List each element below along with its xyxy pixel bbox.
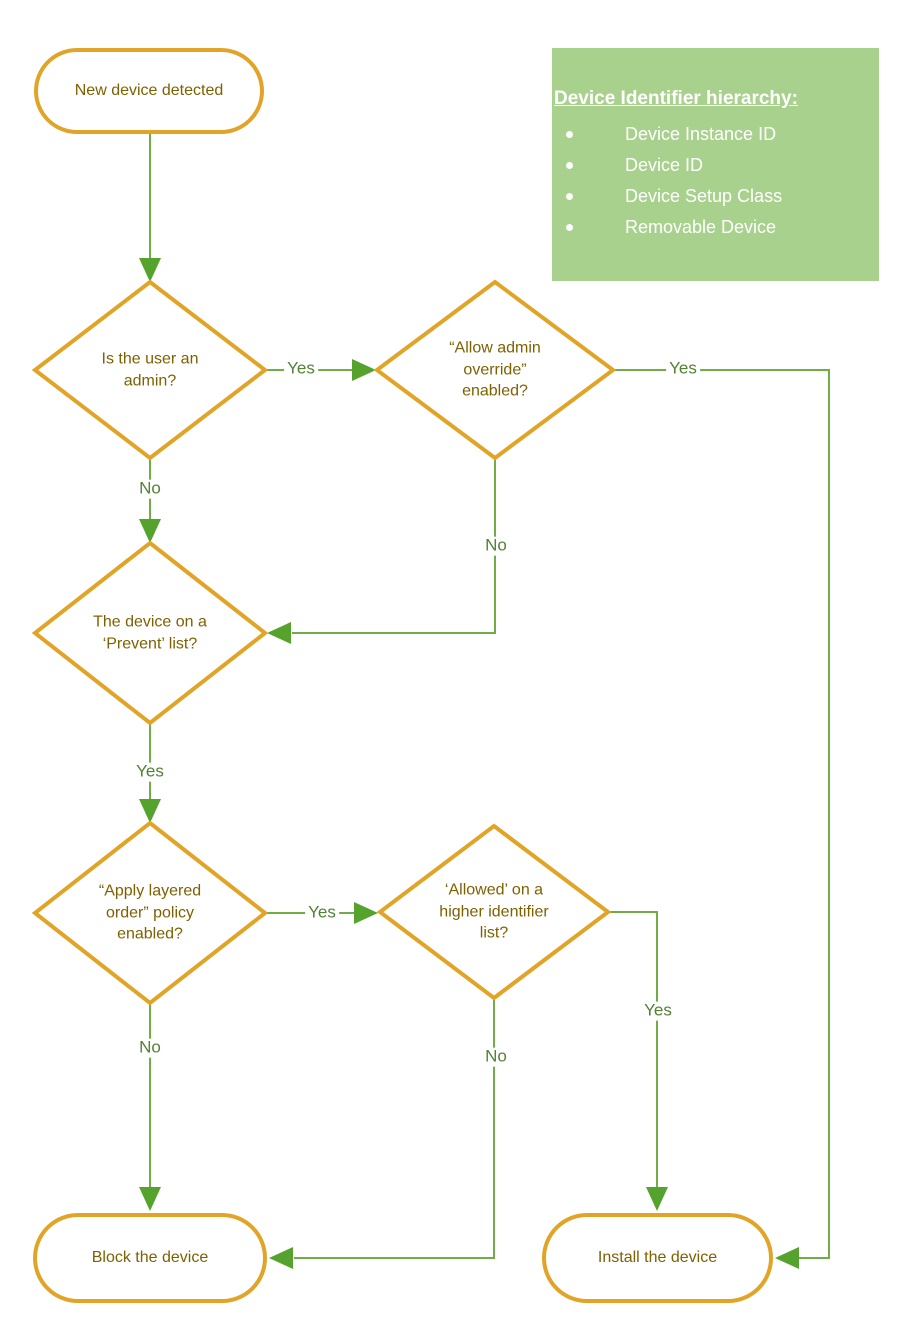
bullet-icon — [566, 131, 573, 138]
list-item-label: Removable Device — [625, 217, 777, 237]
bullet-icon — [566, 162, 573, 169]
decision-is-admin-label: Is the user an admin? — [101, 350, 199, 389]
arrowhead-allow-override-yes — [775, 1247, 799, 1269]
list-item: Device ID — [554, 150, 879, 181]
arrowhead-allowed-yes — [646, 1187, 668, 1211]
device-identifier-hierarchy-box: Device Identifier hierarchy: Device Inst… — [552, 48, 879, 281]
info-box-title: Device Identifier hierarchy: — [554, 88, 798, 109]
decision-allow-override-label: “Allow admin override” enabled? — [449, 339, 541, 400]
arrowhead-layered-yes — [354, 902, 378, 924]
block-device-node: Block the device — [33, 1213, 267, 1303]
list-item-label: Device Instance ID — [625, 124, 777, 144]
start-node: New device detected — [34, 48, 264, 134]
arrowhead-layered-no — [139, 1187, 161, 1211]
decision-layered-order-label: “Apply layered order” policy enabled? — [98, 882, 202, 943]
arrowhead-allowed-no — [269, 1247, 293, 1269]
bullet-icon — [566, 224, 573, 231]
arrowhead-start-to-is-admin — [139, 258, 161, 282]
bullet-icon — [566, 193, 573, 200]
edge-label-is-admin-yes: Yes — [284, 359, 318, 379]
decision-allowed-higher-label: ‘Allowed’ on a higher identifier list? — [439, 881, 549, 942]
edge-label-allowed-no: No — [482, 1047, 510, 1067]
decision-prevent-list-label: The device on a ‘Prevent’ list? — [93, 613, 207, 652]
arrowhead-allow-override-no — [267, 622, 291, 644]
list-item: Device Setup Class — [554, 181, 879, 212]
edge-label-layered-yes: Yes — [305, 903, 339, 923]
decision-is-admin-shape — [31, 279, 269, 461]
block-device-label: Block the device — [91, 1249, 209, 1266]
edge-allow-override-yes — [613, 369, 830, 1259]
decision-allow-override-shape — [373, 279, 617, 461]
arrowhead-is-admin-no — [139, 519, 161, 543]
list-item: Removable Device — [554, 212, 879, 243]
arrowhead-prevent-yes — [139, 799, 161, 823]
start-node-label: New device detected — [74, 82, 224, 99]
edge-allowed-yes — [608, 911, 658, 1188]
edge-label-is-admin-no: No — [136, 479, 164, 499]
decision-prevent-list-shape — [31, 540, 269, 726]
edge-label-allow-override-yes: Yes — [666, 359, 700, 379]
decision-layered-order-shape — [31, 820, 269, 1006]
info-box-list: Device Instance ID Device ID Device Setu… — [554, 119, 879, 243]
edge-label-allowed-yes: Yes — [641, 1001, 675, 1021]
edge-label-prevent-yes: Yes — [133, 762, 167, 782]
edge-label-allow-override-no: No — [482, 536, 510, 556]
install-device-label: Install the device — [597, 1249, 718, 1266]
decision-allowed-higher-shape — [376, 823, 612, 1001]
edge-label-layered-no: No — [136, 1038, 164, 1058]
list-item: Device Instance ID — [554, 119, 879, 150]
arrowhead-is-admin-yes — [352, 359, 376, 381]
edge-allow-override-no — [292, 458, 496, 634]
edge-allowed-no — [294, 998, 495, 1259]
install-device-node: Install the device — [542, 1213, 773, 1303]
list-item-label: Device ID — [625, 155, 704, 175]
list-item-label: Device Setup Class — [625, 186, 783, 206]
